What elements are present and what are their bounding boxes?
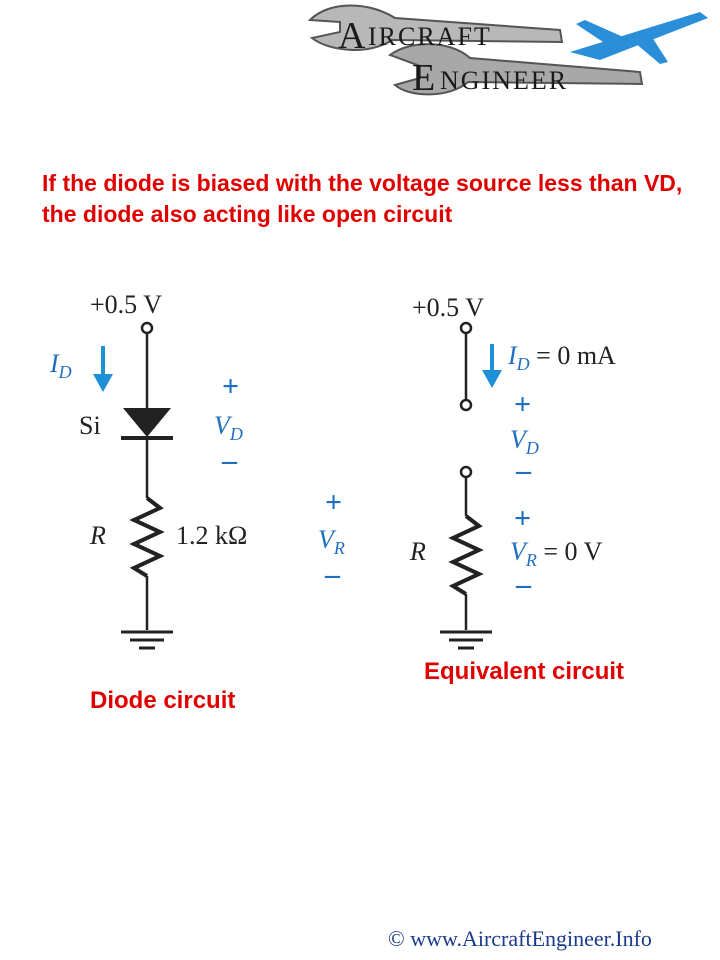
equivalent-circuit-vr-plus: + [514, 502, 531, 535]
diode-circuit-vr-plus: + [325, 486, 342, 519]
equivalent-circuit-open-terminal-top [459, 398, 473, 412]
equivalent-circuit-open-terminal-bottom [459, 465, 473, 479]
equivalent-circuit-current-arrow-icon [482, 344, 502, 388]
diode-circuit-ground-icon [121, 630, 173, 650]
wrench-and-plane-icon [307, 4, 708, 96]
diode-circuit-vr-label: VR [318, 525, 345, 558]
equivalent-circuit-supply-terminal [459, 321, 473, 335]
diode-circuit-current-label: ID [49, 349, 72, 382]
circuit-diagram: +0.5 V ID Si R 1.2 kΩ + VD – + VR – +0.5… [49, 290, 616, 650]
equivalent-circuit-supply-label: +0.5 V [412, 293, 484, 322]
logo-line2: NGINEER [440, 66, 569, 95]
diode-circuit-supply-label: +0.5 V [90, 290, 162, 319]
equivalent-circuit-vd-label: VD [510, 425, 539, 458]
diode-circuit-resistor-label: R [89, 521, 106, 550]
equivalent-circuit-vd-plus: + [514, 388, 531, 421]
diode-circuit-vd-minus: – [221, 444, 238, 477]
diode-symbol-icon [121, 408, 173, 440]
diode-circuit-supply-terminal [140, 321, 154, 335]
equivalent-circuit-vr-label: VR = 0 V [510, 537, 603, 570]
equivalent-circuit-current-label: ID = 0 mA [507, 341, 616, 374]
diode-circuit-vr-minus: – [324, 558, 341, 591]
explanation-heading: If the diode is biased with the voltage … [42, 170, 683, 227]
equivalent-circuit-caption: Equivalent circuit [424, 658, 625, 685]
diode-material-label: Si [79, 411, 101, 440]
diode-circuit-resistor-value: 1.2 kΩ [176, 521, 247, 550]
diode-circuit-resistor-icon [129, 496, 165, 578]
equivalent-circuit-resistor-label: R [409, 537, 426, 566]
diode-circuit-caption: Diode circuit [90, 687, 236, 714]
footer-website-link[interactable]: © www.AircraftEngineer.Info [388, 926, 652, 951]
equivalent-circuit-ground-icon [440, 630, 492, 650]
diode-circuit-vd-label: VD [214, 411, 243, 444]
equivalent-circuit-vd-minus: – [515, 454, 532, 487]
equivalent-circuit-resistor-icon [448, 514, 484, 596]
logo-line1: IRCRAFT [368, 22, 492, 51]
diode-circuit-vd-plus: + [222, 370, 239, 403]
equivalent-circuit-vr-minus: – [515, 568, 532, 601]
aircraft-engineer-logo: A IRCRAFT E NGINEER [300, 0, 710, 100]
logo-initial-e: E [412, 57, 438, 99]
diode-circuit-current-arrow-icon [93, 346, 113, 392]
logo-initial-a: A [338, 15, 368, 57]
